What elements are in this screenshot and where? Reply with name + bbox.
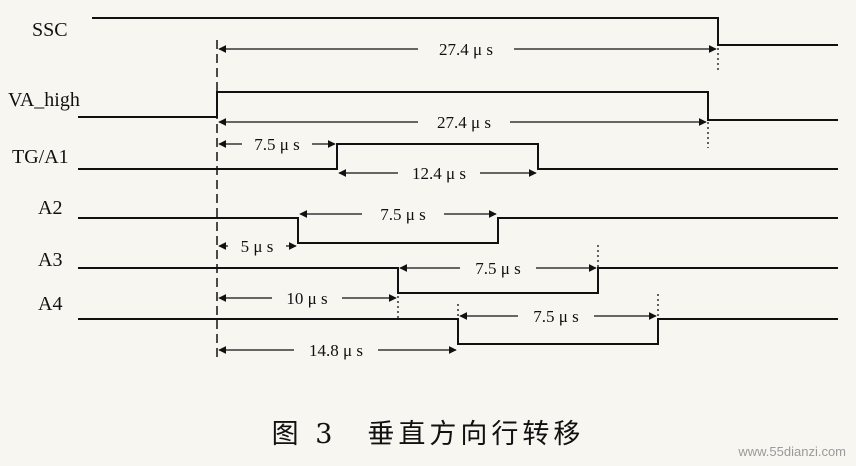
signal-label-ssc: SSC	[32, 19, 68, 41]
measurement-a2-delay-5: 5 μ s	[228, 236, 286, 256]
measurement-a3-width-7-5: 7.5 μ s	[460, 258, 536, 278]
measurement-label: 7.5 μ s	[533, 307, 578, 326]
measurement-label: 27.4 μ s	[437, 113, 491, 132]
measurement-label: 7.5 μ s	[380, 205, 425, 224]
waveform-a4	[78, 318, 838, 345]
measurement-label: 14.8 μ s	[309, 341, 363, 360]
waveform-ssc	[92, 17, 838, 46]
signal-label-a3: A3	[38, 249, 62, 271]
measurement-tg-delay-7-5: 7.5 μ s	[242, 134, 312, 154]
measurement-ssc-27-4: 27.4 μ s	[418, 39, 514, 59]
measurement-tg-width-12-4: 12.4 μ s	[398, 163, 480, 183]
measurement-a2-width-7-5: 7.5 μ s	[362, 204, 444, 224]
measurement-label: 7.5 μ s	[475, 259, 520, 278]
measurement-label: 10 μ s	[286, 289, 327, 308]
measurement-label: 5 μ s	[241, 237, 274, 256]
measurement-va-high-27-4: 27.4 μ s	[418, 112, 510, 132]
figure-caption: 图 3 垂直方向行转移	[271, 419, 585, 450]
timing-diagram: SSC VA_high TG/A1 A2 A3 A4 27.4 μ s 27.4…	[8, 17, 838, 362]
signal-label-a2: A2	[38, 197, 62, 219]
waveform-va-high	[78, 91, 838, 121]
waveform-a2	[78, 217, 838, 244]
signal-label-tg-a1: TG/A1	[12, 146, 69, 168]
measurement-a4-width-7-5: 7.5 μ s	[518, 306, 594, 326]
waveform-a3	[78, 267, 838, 294]
measurement-label: 12.4 μ s	[412, 164, 466, 183]
measurement-a4-delay-14-8: 14.8 μ s	[294, 340, 378, 360]
measurement-a3-delay-10: 10 μ s	[272, 288, 342, 308]
waveform-tg-a1	[78, 143, 838, 170]
measurement-label: 7.5 μ s	[254, 135, 299, 154]
measurement-label: 27.4 μ s	[439, 40, 493, 59]
watermark: www.55dianzi.com	[738, 444, 846, 459]
signal-label-a4: A4	[38, 293, 62, 315]
signal-label-va-high: VA_high	[8, 89, 80, 111]
